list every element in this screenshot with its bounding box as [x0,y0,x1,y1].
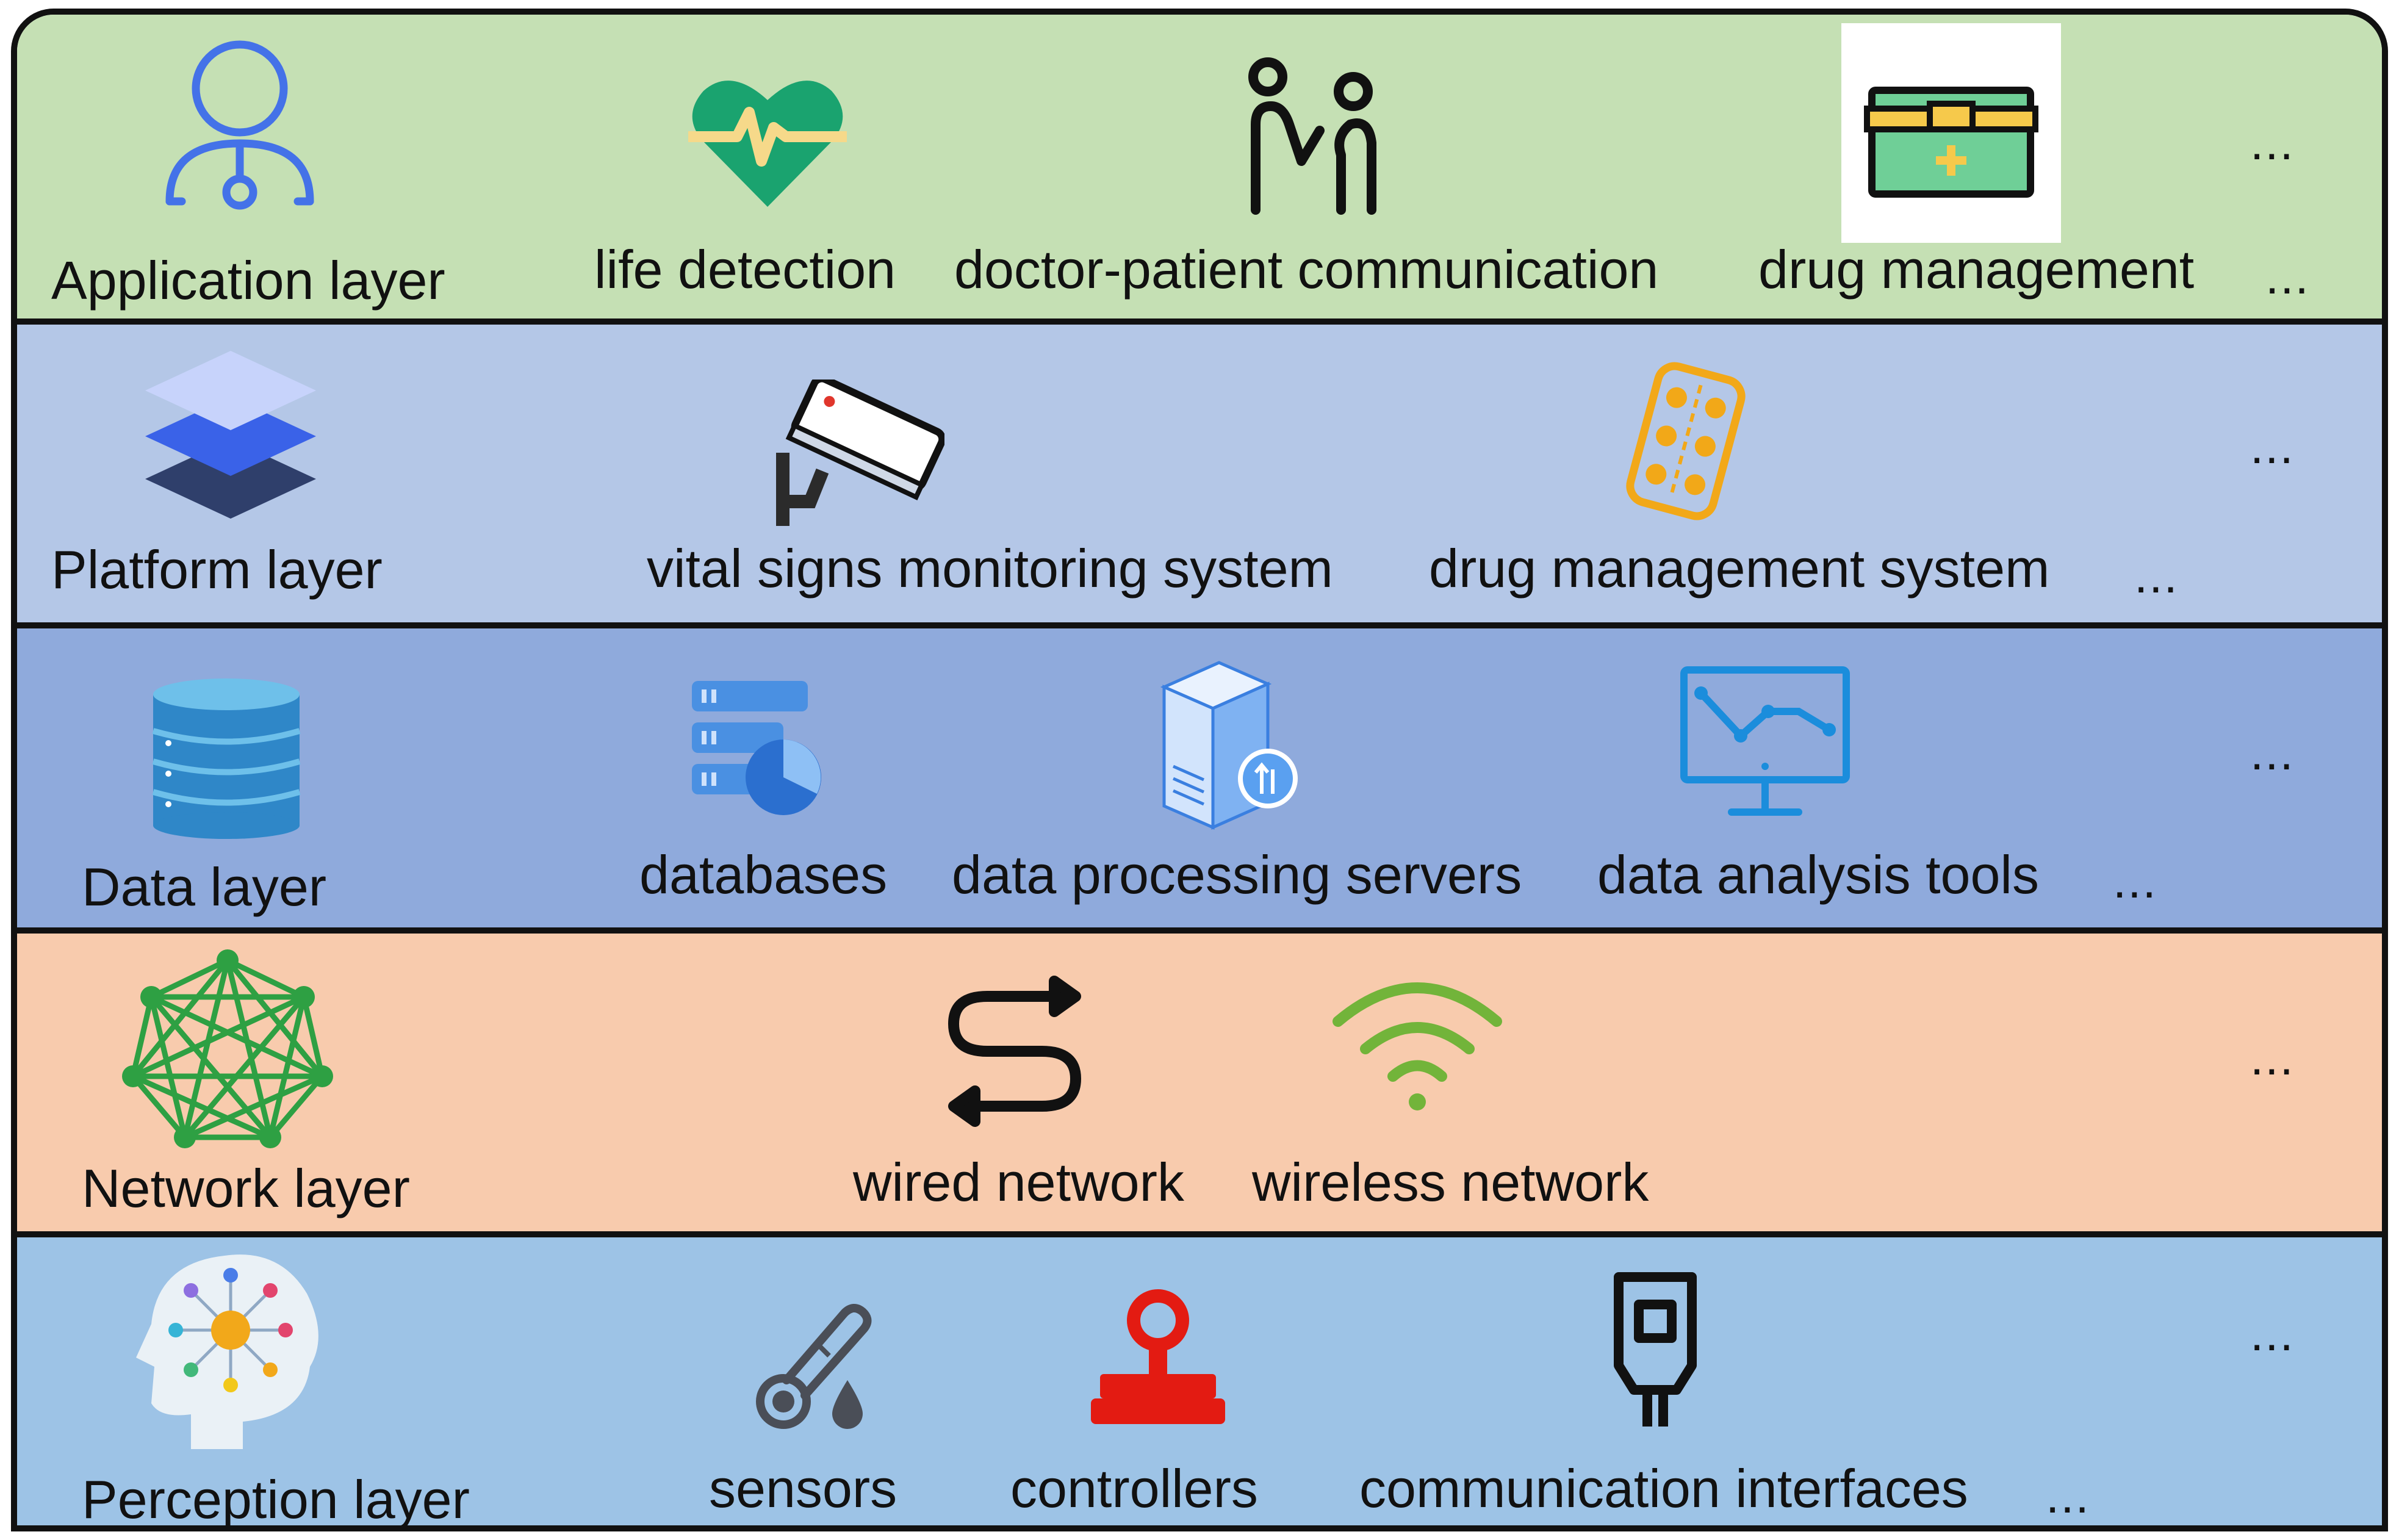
item-doctor-patient-communication: doctor-patient communication [954,239,1659,300]
people-talking-icon [1243,57,1384,216]
exchange-arrows-icon [932,975,1097,1128]
item-databases: databases [639,844,888,905]
monitor-chart-icon [1677,663,1854,821]
item-drug-management: drug management [1758,239,2195,300]
layer-divider [17,927,2382,934]
network-layer: Network layer wired network wireless net… [17,934,2382,1231]
data-layer: Data layer databases [17,628,2382,927]
layer-divider [17,1231,2382,1237]
item-vital-signs-monitoring-system: vital signs monitoring system [647,538,1333,599]
mesh-network-icon [121,948,334,1156]
item-data-processing-servers: data processing servers [952,844,1522,905]
security-camera-icon [774,380,944,526]
perception-layer: Perception layer sensors controllers [17,1237,2382,1530]
joystick-icon [1085,1284,1231,1430]
more-items-indicator: ... [2250,1031,2295,1085]
wifi-icon [1329,973,1506,1113]
trailing-ellipsis: ... [2134,549,2179,603]
thermometer-icon [747,1295,887,1435]
item-data-analysis-tools: data analysis tools [1597,844,2039,905]
brain-head-icon [133,1251,328,1452]
layer-title: Data layer [82,857,327,917]
more-items-indicator: ... [2250,725,2295,780]
doctor-icon [157,37,322,220]
more-items-indicator: ... [2250,419,2295,473]
server-tower-icon [1146,650,1311,833]
item-wired-network: wired network [853,1152,1184,1212]
layer-title: Perception layer [82,1469,470,1530]
server-chart-icon [686,675,826,821]
medicine-box-icon [1841,23,2061,243]
more-items-indicator: ... [2250,1306,2295,1361]
item-life-detection: life detection [594,239,896,300]
pill-blister-icon [1616,359,1756,524]
ethernet-plug-icon [1603,1268,1707,1433]
layer-divider [17,622,2382,628]
item-drug-management-system: drug management system [1429,538,2050,599]
layers-icon [139,348,322,525]
more-items-indicator: ... [2250,115,2295,170]
platform-layer: Platform layer vital signs monitoring sy… [17,325,2382,622]
layer-title: Application layer [51,250,445,311]
item-controllers: controllers [1010,1458,1258,1519]
application-layer: Application layer life detection doctor-… [17,15,2382,318]
layer-divider [17,318,2382,325]
heart-pulse-icon [688,70,847,210]
layer-title: Platform layer [51,539,383,600]
database-icon [150,676,303,841]
layer-title: Network layer [82,1158,410,1218]
trailing-ellipsis: ... [2113,854,2157,908]
trailing-ellipsis: ... [2046,1469,2090,1523]
item-wireless-network: wireless network [1252,1152,1649,1212]
item-communication-interfaces: communication interfaces [1359,1458,1968,1519]
trailing-ellipsis: ... [2265,250,2310,304]
item-sensors: sensors [709,1458,897,1519]
iot-layer-diagram: Application layer life detection doctor-… [11,9,2388,1531]
